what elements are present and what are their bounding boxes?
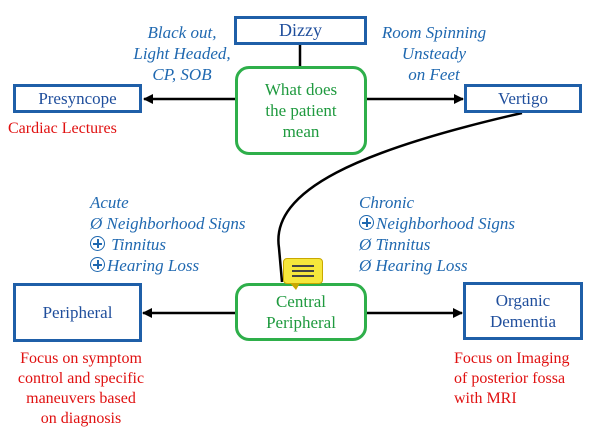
symptom-line: CP, SOB [152,65,212,84]
note-line: on diagnosis [40,410,122,427]
symptom-line: on Feet [408,65,460,84]
dizzy-label: Dizzy [279,20,322,40]
presyncope-box: Presyncope [13,84,142,113]
chronic-line-1-text: Neighborhood Signs [376,214,516,233]
acute-line-3-text: Hearing Loss [107,256,200,275]
central-line-2: Peripheral [266,313,336,332]
chronic-line-2: Ø Tinnitus [359,235,431,254]
question-line-2: the patient [265,101,337,120]
central-peripheral-box: Central Peripheral [235,283,367,341]
chronic-features: Chronic Neighborhood Signs Ø Tinnitus Ø … [359,192,559,276]
note-line: Focus on Imaging [454,350,570,367]
symptom-line: Light Headed, [133,44,231,63]
organic-line-1: Organic [495,291,551,310]
plus-icon [90,257,105,272]
cardiac-lectures-note: Cardiac Lectures [8,120,117,137]
presyncope-symptoms: Black out, Light Headed, CP, SOB [118,22,246,85]
acute-line-3: Hearing Loss [90,255,270,276]
acute-title: Acute [90,193,129,212]
note-line: of posterior fossa [454,370,566,387]
question-line-1: What does [264,80,338,99]
symptom-line: Room Spinning [381,23,487,42]
peripheral-label: Peripheral [42,302,113,322]
organic-focus-note: Focus on Imaging of posterior fossa with… [454,349,596,409]
comment-icon[interactable] [283,258,323,290]
chronic-title: Chronic [359,193,415,212]
question-box: What does the patient mean [235,66,367,155]
note-line: control and specific [17,370,145,387]
curve-vertigo-to-central [277,111,523,283]
symptom-line: Black out, [147,23,217,42]
central-line-1: Central [275,292,327,311]
note-line: Focus on symptom [20,350,142,367]
peripheral-box: Peripheral [13,283,142,342]
vertigo-symptoms: Room Spinning Unsteady on Feet [368,22,500,85]
plus-icon [90,236,105,251]
acute-line-2-text: Tinnitus [111,235,167,254]
peripheral-focus-note: Focus on symptom control and specific ma… [0,349,162,429]
vertigo-label: Vertigo [497,88,549,108]
acute-line-2: Tinnitus [90,234,270,255]
organic-dementia-box: Organic Dementia [463,282,583,340]
question-line-3: mean [282,122,320,141]
presyncope-label: Presyncope [38,88,117,108]
plus-icon [359,215,374,230]
symptom-line: Unsteady [401,44,467,63]
dizzy-box: Dizzy [234,16,367,45]
acute-line-1: Ø Neighborhood Signs [90,214,246,233]
note-line: with MRI [454,390,517,407]
note-line: maneuvers based [26,390,136,407]
vertigo-box: Vertigo [464,84,582,113]
acute-features: Acute Ø Neighborhood Signs Tinnitus Hear… [90,192,270,276]
chronic-line-1: Neighborhood Signs [359,213,559,234]
chronic-line-3: Ø Hearing Loss [359,256,468,275]
organic-line-2: Dementia [489,312,557,331]
